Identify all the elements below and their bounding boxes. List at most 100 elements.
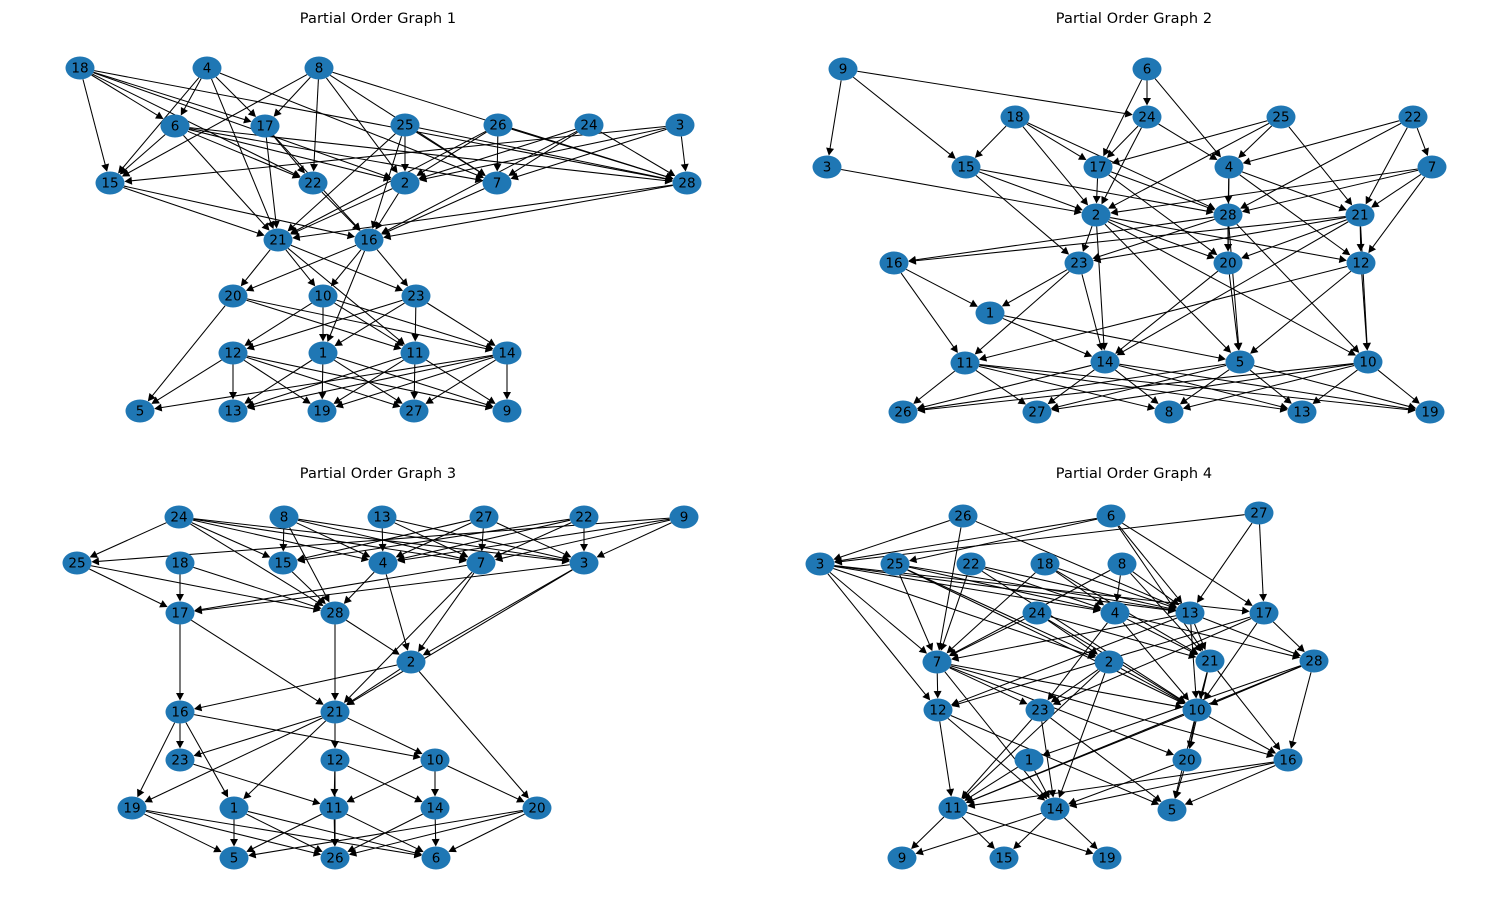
node-shape[interactable] bbox=[1025, 698, 1055, 722]
graph-node-16[interactable]: 16 bbox=[165, 700, 195, 724]
node-shape[interactable] bbox=[354, 228, 384, 252]
node-shape[interactable] bbox=[308, 284, 338, 308]
node-shape[interactable] bbox=[923, 698, 953, 722]
node-shape[interactable] bbox=[1225, 350, 1255, 374]
graph-node-1[interactable]: 1 bbox=[1014, 748, 1044, 772]
node-shape[interactable] bbox=[401, 284, 431, 308]
node-shape[interactable] bbox=[304, 56, 334, 80]
graph-node-2[interactable]: 2 bbox=[1081, 203, 1111, 227]
node-shape[interactable] bbox=[390, 113, 420, 137]
graph-node-23[interactable]: 23 bbox=[1025, 698, 1055, 722]
node-shape[interactable] bbox=[400, 341, 430, 365]
node-shape[interactable] bbox=[320, 748, 350, 772]
node-shape[interactable] bbox=[1000, 105, 1030, 129]
graph-node-24[interactable]: 24 bbox=[574, 113, 604, 137]
graph-node-26[interactable]: 26 bbox=[948, 504, 978, 528]
node-shape[interactable] bbox=[396, 650, 426, 674]
graph-node-17[interactable]: 17 bbox=[1083, 155, 1113, 179]
graph-node-19[interactable]: 19 bbox=[307, 399, 337, 423]
node-shape[interactable] bbox=[160, 114, 190, 138]
node-shape[interactable] bbox=[1022, 601, 1052, 625]
graph-node-11[interactable]: 11 bbox=[938, 796, 968, 820]
node-shape[interactable] bbox=[1249, 601, 1279, 625]
graph-node-10[interactable]: 10 bbox=[1182, 698, 1212, 722]
node-shape[interactable] bbox=[250, 114, 280, 138]
graph-node-28[interactable]: 28 bbox=[672, 171, 702, 195]
graph-node-8[interactable]: 8 bbox=[304, 56, 334, 80]
graph-node-26[interactable]: 26 bbox=[888, 400, 918, 424]
graph-node-21[interactable]: 21 bbox=[263, 228, 293, 252]
node-shape[interactable] bbox=[1346, 251, 1376, 275]
graph-node-7[interactable]: 7 bbox=[482, 171, 512, 195]
graph-node-22[interactable]: 22 bbox=[1398, 105, 1428, 129]
node-shape[interactable] bbox=[482, 171, 512, 195]
node-shape[interactable] bbox=[420, 796, 450, 820]
node-shape[interactable] bbox=[298, 171, 328, 195]
graph-node-3[interactable]: 3 bbox=[805, 552, 835, 576]
graph-node-19[interactable]: 19 bbox=[117, 796, 147, 820]
graph-node-25[interactable]: 25 bbox=[1266, 105, 1296, 129]
graph-node-14[interactable]: 14 bbox=[492, 341, 522, 365]
node-shape[interactable] bbox=[1417, 155, 1447, 179]
graph-node-20[interactable]: 20 bbox=[522, 796, 552, 820]
graph-node-11[interactable]: 11 bbox=[950, 351, 980, 375]
graph-node-2[interactable]: 2 bbox=[396, 650, 426, 674]
node-shape[interactable] bbox=[1287, 400, 1317, 424]
node-shape[interactable] bbox=[1030, 552, 1060, 576]
graph-node-2[interactable]: 2 bbox=[390, 171, 420, 195]
node-shape[interactable] bbox=[879, 251, 909, 275]
graph-node-22[interactable]: 22 bbox=[569, 505, 599, 529]
graph-node-24[interactable]: 24 bbox=[164, 505, 194, 529]
graph-node-13[interactable]: 13 bbox=[1287, 400, 1317, 424]
node-shape[interactable] bbox=[1100, 601, 1130, 625]
node-shape[interactable] bbox=[269, 505, 299, 529]
graph-node-12[interactable]: 12 bbox=[218, 341, 248, 365]
node-shape[interactable] bbox=[218, 284, 248, 308]
node-shape[interactable] bbox=[466, 551, 496, 575]
graph-node-26[interactable]: 26 bbox=[320, 846, 350, 870]
graph-node-24[interactable]: 24 bbox=[1132, 105, 1162, 129]
node-shape[interactable] bbox=[165, 700, 195, 724]
node-shape[interactable] bbox=[989, 846, 1019, 870]
node-shape[interactable] bbox=[219, 846, 249, 870]
graph-node-16[interactable]: 16 bbox=[1273, 748, 1303, 772]
graph-node-4[interactable]: 4 bbox=[368, 551, 398, 575]
graph-node-14[interactable]: 14 bbox=[1090, 350, 1120, 374]
graph-node-10[interactable]: 10 bbox=[420, 748, 450, 772]
graph-node-7[interactable]: 7 bbox=[466, 551, 496, 575]
node-shape[interactable] bbox=[1081, 203, 1111, 227]
graph-node-24[interactable]: 24 bbox=[1022, 601, 1052, 625]
node-shape[interactable] bbox=[672, 171, 702, 195]
node-shape[interactable] bbox=[117, 796, 147, 820]
node-shape[interactable] bbox=[1244, 501, 1274, 525]
graph-node-21[interactable]: 21 bbox=[1345, 203, 1375, 227]
node-shape[interactable] bbox=[320, 601, 350, 625]
node-shape[interactable] bbox=[950, 351, 980, 375]
node-shape[interactable] bbox=[483, 113, 513, 137]
graph-node-3[interactable]: 3 bbox=[665, 113, 695, 137]
graph-node-12[interactable]: 12 bbox=[320, 748, 350, 772]
node-shape[interactable] bbox=[1345, 203, 1375, 227]
node-shape[interactable] bbox=[1213, 203, 1243, 227]
graph-node-13[interactable]: 13 bbox=[1175, 601, 1205, 625]
graph-node-8[interactable]: 8 bbox=[1107, 552, 1137, 576]
graph-node-21[interactable]: 21 bbox=[320, 700, 350, 724]
node-shape[interactable] bbox=[887, 846, 917, 870]
graph-node-6[interactable]: 6 bbox=[421, 846, 451, 870]
graph-node-25[interactable]: 25 bbox=[62, 551, 92, 575]
node-shape[interactable] bbox=[320, 700, 350, 724]
node-shape[interactable] bbox=[828, 57, 858, 81]
graph-node-20[interactable]: 20 bbox=[218, 284, 248, 308]
node-shape[interactable] bbox=[469, 505, 499, 529]
graph-node-4[interactable]: 4 bbox=[1214, 155, 1244, 179]
node-shape[interactable] bbox=[1175, 601, 1205, 625]
graph-node-27[interactable]: 27 bbox=[399, 399, 429, 423]
graph-node-12[interactable]: 12 bbox=[923, 698, 953, 722]
node-shape[interactable] bbox=[1040, 797, 1070, 821]
graph-node-27[interactable]: 27 bbox=[469, 505, 499, 529]
graph-node-15[interactable]: 15 bbox=[989, 846, 1019, 870]
node-shape[interactable] bbox=[218, 399, 248, 423]
graph-node-6[interactable]: 6 bbox=[160, 114, 190, 138]
node-shape[interactable] bbox=[938, 796, 968, 820]
node-shape[interactable] bbox=[1154, 400, 1184, 424]
